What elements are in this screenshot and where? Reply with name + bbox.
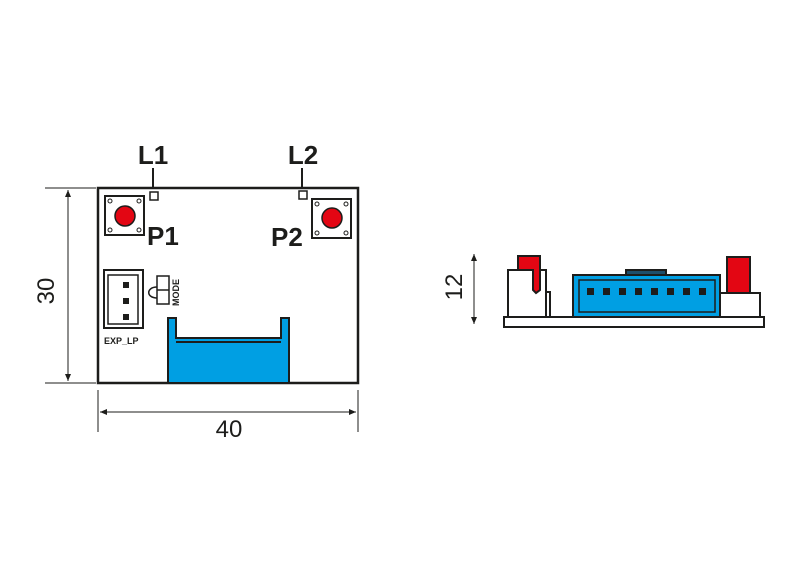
exp-lp-connector xyxy=(103,269,144,329)
mode-jumper xyxy=(148,275,170,305)
height-dimension xyxy=(45,187,96,384)
jumper-label: MODE xyxy=(171,279,181,306)
button-label-p1: P1 xyxy=(147,221,179,251)
button-p1 xyxy=(104,195,145,236)
led-label-l1: L1 xyxy=(138,140,168,170)
blue-connector-front xyxy=(167,317,290,384)
led-label-l2: L2 xyxy=(288,140,318,170)
led-l1 xyxy=(149,191,159,201)
connector-label: EXP_LP xyxy=(104,336,139,346)
height-label: 30 xyxy=(33,278,60,305)
width-dimension xyxy=(97,390,359,432)
side-connector-pins xyxy=(587,288,706,295)
button-p2 xyxy=(311,198,352,239)
side-height-label: 12 xyxy=(441,274,468,301)
led-l2 xyxy=(298,190,308,200)
pcb-board-side xyxy=(503,255,765,328)
width-label: 40 xyxy=(216,416,243,443)
button-label-p2: P2 xyxy=(271,222,303,252)
